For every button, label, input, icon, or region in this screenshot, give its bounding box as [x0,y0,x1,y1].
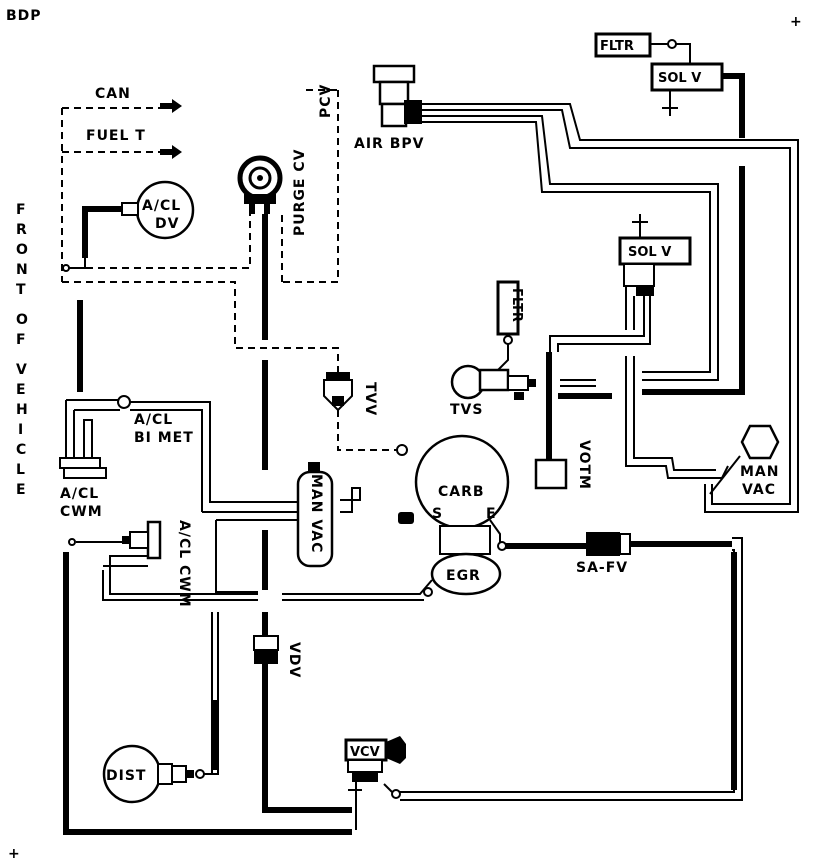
sa-fv-valve [586,532,631,556]
acl-cwm-left-label: A/CL [60,486,99,502]
registration-mark: + [8,846,21,862]
acl-dv-valve [121,180,195,240]
tvv-label: TVV [362,382,378,416]
distributor [102,744,194,804]
svg-text:F: F [16,202,27,218]
svg-text:I: I [18,422,24,438]
acl-dv-label: DV [155,216,179,232]
acl-bimet-label: A/CL [134,412,173,428]
svg-text:V: V [16,362,28,378]
can-label: CAN [95,86,131,102]
acl-cwm-mid-label: A/CL CWM [176,520,192,608]
tvs-switch [450,364,536,400]
svg-text:R: R [16,222,28,238]
carb-label: CARB [438,484,485,500]
vdv-label: VDV [286,642,302,678]
dist-label: DIST [106,768,146,784]
acl-bimet-label: BI MET [134,430,194,446]
acl-cwm-left-label: CWM [60,504,103,520]
fltr-mid-box [496,280,520,336]
carb-s-nipple [398,512,414,524]
pcv-label: PCV [318,84,334,118]
svg-text:L: L [16,462,26,478]
man-vac-right-label: MAN [740,464,779,480]
vcv-valve [347,736,406,782]
man-vac-right-label: VAC [742,482,776,498]
egr-valve [430,552,502,596]
svg-text:O: O [16,242,29,258]
sol-v-mid-connector [623,263,655,296]
acl-cwm-mid [122,520,162,560]
votm-label: VOTM [576,440,592,490]
carburetor [414,434,510,555]
man-vac-center-label: MAN VAC [308,474,324,553]
vdv-valve [253,635,279,664]
votm-valve [534,458,568,490]
purge-cv-label: PURGE CV [292,149,308,236]
tvv-valve [323,372,353,412]
svg-text:H: H [16,402,29,418]
tvs-label: TVS [450,402,483,418]
fuel-tank-label: FUEL T [86,128,146,144]
svg-text:F: F [16,332,27,348]
svg-text:C: C [16,442,27,458]
registration-mark: + [790,14,803,30]
fuel-tank-arrow-icon [160,145,182,159]
evap-dashed-lines [61,89,400,451]
fltr-mid-label: FLTR [509,288,524,322]
purge-cv-valve [237,155,283,214]
svg-text:O: O [16,312,29,328]
air-bpv-valve [372,64,422,128]
svg-text:E: E [16,482,27,498]
man-vac-center [296,462,334,568]
egr-label: EGR [446,568,481,584]
man-vac-right [740,424,780,460]
carb-e-port: E [486,506,497,522]
sol-v-top-label: SOL V [658,71,701,86]
acl-dv-label: A/CL [142,198,181,214]
corner-label: BDP [6,8,42,24]
front-of-vehicle-label: F R O N T O F V E H I C L E [16,202,29,498]
air-bpv-label: AIR BPV [354,136,424,152]
vcv-label: VCV [350,745,380,760]
can-arrow-icon [160,99,182,113]
sol-v-mid-box [618,236,692,266]
svg-text:T: T [16,282,27,298]
fltr-top-label: FLTR [600,39,634,54]
acl-cwm-left [59,419,107,479]
carb-s-port: S [432,506,443,522]
svg-text:E: E [16,382,27,398]
sa-fv-label: SA-FV [576,560,628,576]
sol-v-mid-label: SOL V [628,245,671,260]
svg-text:N: N [16,262,29,278]
